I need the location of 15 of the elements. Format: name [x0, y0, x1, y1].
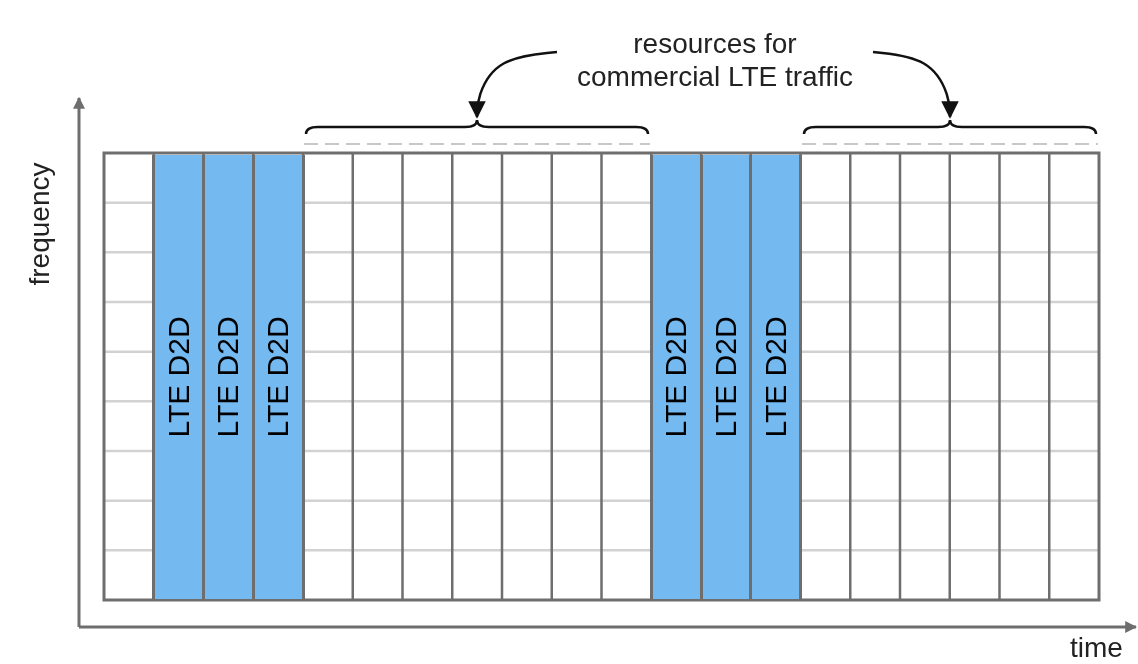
column-label: LTE D2D: [213, 315, 244, 438]
column-label: LTE D2D: [163, 315, 194, 438]
axis-label: frequency: [26, 162, 54, 286]
curved-arrow: [872, 50, 959, 119]
curved-arrow: [468, 50, 558, 119]
column-label: LTE D2D: [263, 315, 294, 438]
d2d-resource-column: [152, 154, 205, 599]
column-label: LTE D2D: [661, 315, 692, 438]
column-label: LTE D2D: [710, 315, 741, 438]
column-label: LTE D2D: [760, 315, 791, 438]
d2d-resource-column: [649, 154, 703, 599]
d2d-resource-column: [202, 154, 255, 599]
annotation-text: resources for commercial LTE traffic: [576, 28, 854, 94]
axis-label: time: [1070, 634, 1123, 662]
d2d-resource-column: [749, 154, 802, 599]
